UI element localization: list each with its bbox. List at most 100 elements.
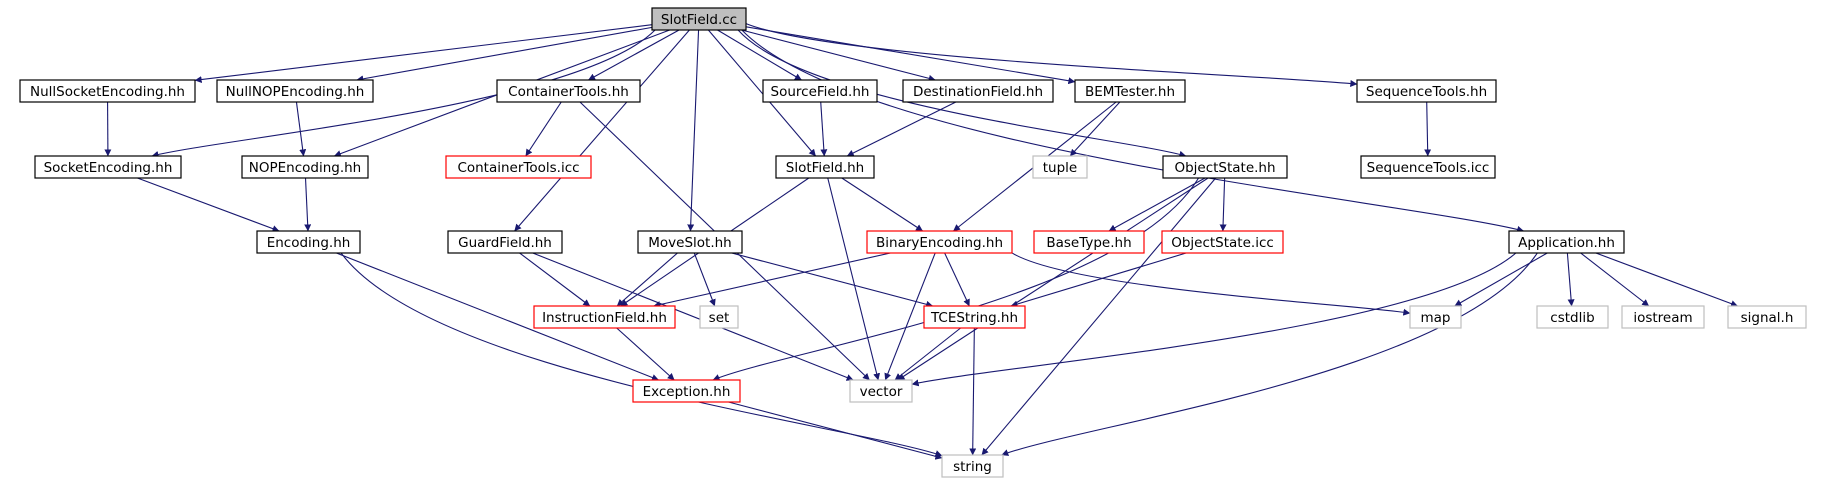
node-label-seqtools: SequenceTools.hh (1366, 84, 1487, 100)
edge-root-to-nullsocket (194, 24, 653, 84)
node-sourcefield[interactable]: SourceField.hh (762, 79, 878, 103)
node-box-set (699, 305, 739, 329)
edge-root-to-moveslot (687, 29, 700, 232)
node-cstdlib[interactable]: cstdlib (1536, 305, 1609, 329)
node-label-set: set (709, 310, 730, 326)
node-label-nullsocket: NullSocketEncoding.hh (30, 84, 185, 100)
edge-guardfield-to-vector (532, 252, 854, 381)
node-box-bemtester (1074, 79, 1186, 103)
node-label-objicc: ObjectState.icc (1171, 235, 1274, 251)
node-string[interactable]: string (941, 454, 1004, 478)
edge-application-to-map (1454, 252, 1548, 307)
edge-nopenc-to-encoding (304, 177, 312, 232)
node-encoding[interactable]: Encoding.hh (256, 230, 361, 254)
node-label-encoding: Encoding.hh (267, 235, 351, 251)
edge-root-to-sourcefield (717, 29, 802, 81)
edge-root-to-application (741, 29, 1525, 233)
node-destfield[interactable]: DestinationField.hh (902, 79, 1054, 103)
node-basetype[interactable]: BaseType.hh (1033, 230, 1145, 254)
node-containericc[interactable]: ContainerTools.icc (445, 155, 592, 179)
edge-tcestring-to-string (969, 327, 977, 456)
edge-objicc-to-tcestring (1010, 252, 1187, 308)
edge-binenc-to-instrfield (653, 252, 891, 308)
node-objstate[interactable]: ObjectState.hh (1162, 155, 1288, 179)
node-instrfield[interactable]: InstructionField.hh (533, 305, 676, 329)
node-iostream[interactable]: iostream (1621, 305, 1705, 329)
node-label-tcestring: TCEString.hh (930, 310, 1018, 326)
node-guardfield[interactable]: GuardField.hh (447, 230, 563, 254)
node-label-application: Application.hh (1518, 235, 1615, 251)
edge-root-to-destfield (741, 29, 936, 82)
node-box-moveslot (637, 230, 743, 254)
node-label-exception: Exception.hh (643, 384, 731, 400)
node-bemtester[interactable]: BEMTester.hh (1074, 79, 1186, 103)
node-label-root: SlotField.cc (661, 12, 737, 28)
node-box-cstdlib (1536, 305, 1609, 329)
node-box-root (651, 7, 747, 31)
node-label-slotfieldhh: SlotField.hh (786, 160, 864, 176)
node-box-nullnop (216, 79, 374, 103)
node-box-seqicc (1360, 155, 1496, 179)
edge-application-to-vector (911, 252, 1517, 387)
node-box-sourcefield (762, 79, 878, 103)
edge-encoding-to-string (340, 252, 943, 457)
edge-binenc-to-vector (884, 252, 936, 381)
node-label-binenc: BinaryEncoding.hh (876, 235, 1003, 251)
edge-socketenc-to-encoding (137, 177, 280, 232)
node-box-objicc (1161, 230, 1284, 254)
node-seqtools[interactable]: SequenceTools.hh (1356, 79, 1497, 103)
edge-slotfieldhh-to-vector (827, 177, 881, 381)
node-label-socketenc: SocketEncoding.hh (44, 160, 173, 176)
node-nullsocket[interactable]: NullSocketEncoding.hh (19, 79, 196, 103)
node-box-guardfield (447, 230, 563, 254)
node-box-destfield (902, 79, 1054, 103)
node-seqicc[interactable]: SequenceTools.icc (1360, 155, 1496, 179)
edge-tcestring-to-vector (894, 327, 961, 381)
edge-bemtester-to-tuple (1069, 101, 1121, 157)
edge-objstate-to-vector (897, 177, 1209, 381)
edge-objstate-to-string (981, 177, 1217, 456)
edge-application-to-cstdlib (1566, 252, 1575, 307)
node-box-socketenc (34, 155, 182, 179)
node-label-string: string (953, 459, 992, 475)
node-box-binenc (866, 230, 1013, 254)
node-box-iostream (1621, 305, 1705, 329)
edge-application-to-iostream (1580, 252, 1650, 307)
node-set[interactable]: set (699, 305, 739, 329)
node-application[interactable]: Application.hh (1508, 230, 1625, 254)
node-signal[interactable]: signal.h (1727, 305, 1807, 329)
node-nullnop[interactable]: NullNOPEncoding.hh (216, 79, 374, 103)
node-box-nopenc (241, 155, 369, 179)
node-label-guardfield: GuardField.hh (458, 235, 552, 251)
edge-instrfield-to-exception (616, 327, 675, 381)
node-label-basetype: BaseType.hh (1046, 235, 1131, 251)
edge-destfield-to-slotfieldhh (846, 101, 957, 157)
node-tuple[interactable]: tuple (1032, 155, 1088, 179)
edge-root-to-containertools (588, 29, 680, 81)
node-box-vector (849, 379, 913, 403)
node-box-basetype (1033, 230, 1145, 254)
node-label-nopenc: NOPEncoding.hh (249, 160, 361, 176)
node-slotfieldhh[interactable]: SlotField.hh (775, 155, 875, 179)
node-tcestring[interactable]: TCEString.hh (923, 305, 1026, 329)
node-objicc[interactable]: ObjectState.icc (1161, 230, 1284, 254)
node-label-vector: vector (860, 384, 903, 400)
node-label-map: map (1421, 310, 1451, 326)
node-box-signal (1727, 305, 1807, 329)
node-containertools[interactable]: ContainerTools.hh (496, 79, 641, 103)
node-box-map (1409, 305, 1462, 329)
node-moveslot[interactable]: MoveSlot.hh (637, 230, 743, 254)
node-label-moveslot: MoveSlot.hh (648, 235, 731, 251)
node-exception[interactable]: Exception.hh (632, 379, 741, 403)
node-vector[interactable]: vector (849, 379, 913, 403)
edge-root-to-slotfieldhh (707, 29, 817, 157)
node-root[interactable]: SlotField.cc (651, 7, 747, 31)
node-label-seqicc: SequenceTools.icc (1367, 160, 1490, 176)
node-socketenc[interactable]: SocketEncoding.hh (34, 155, 182, 179)
node-binenc[interactable]: BinaryEncoding.hh (866, 230, 1013, 254)
node-nopenc[interactable]: NOPEncoding.hh (241, 155, 369, 179)
edge-root-to-bemtester (745, 26, 1076, 85)
node-label-iostream: iostream (1633, 310, 1692, 326)
node-map[interactable]: map (1409, 305, 1462, 329)
